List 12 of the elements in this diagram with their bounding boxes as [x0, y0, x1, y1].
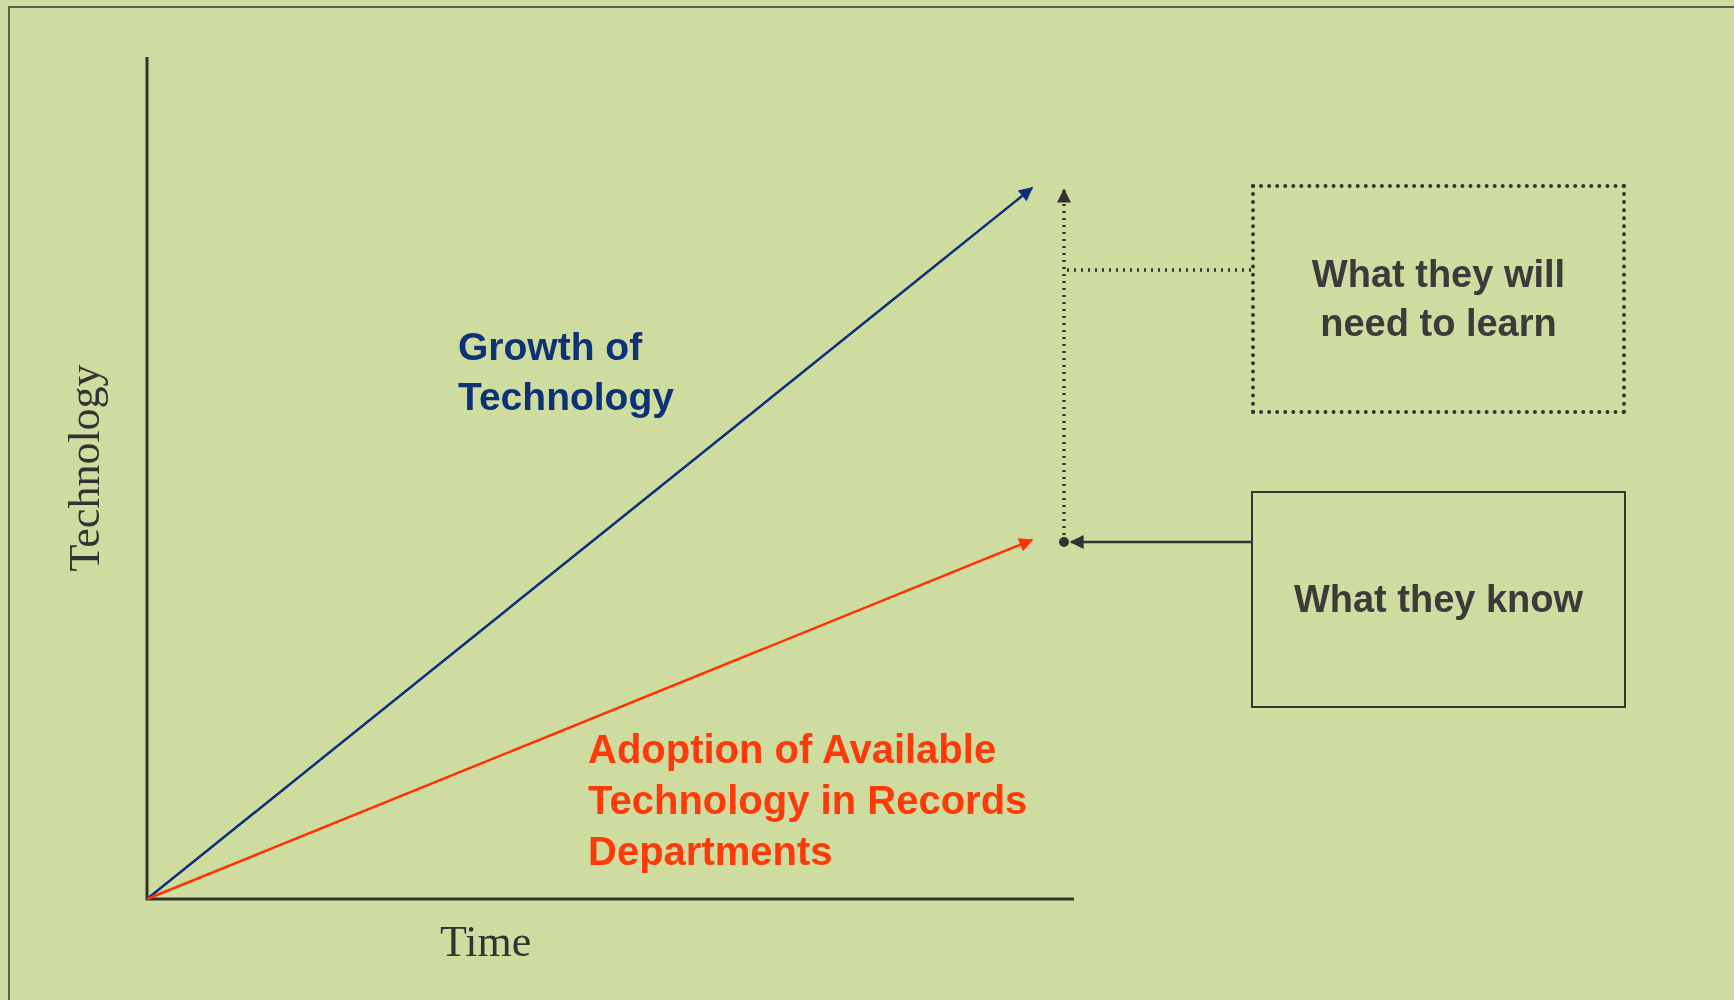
- dotted-text-box: [1251, 184, 1626, 414]
- leader-line: [1066, 268, 1251, 272]
- line-label: Adoption of Available Technology in Records Departments: [588, 726, 1029, 875]
- dotted-arrow: [1057, 188, 1071, 535]
- axis-label: Time: [440, 916, 533, 968]
- line-label: Growth of Technology: [458, 324, 675, 420]
- box-label: What they know: [1293, 576, 1584, 622]
- arrow: [1069, 535, 1251, 549]
- text-box: [1251, 491, 1626, 708]
- axis-label: Technology: [59, 363, 111, 574]
- box-label: What they will need to learn: [1310, 251, 1567, 346]
- dot-marker: [1059, 537, 1069, 547]
